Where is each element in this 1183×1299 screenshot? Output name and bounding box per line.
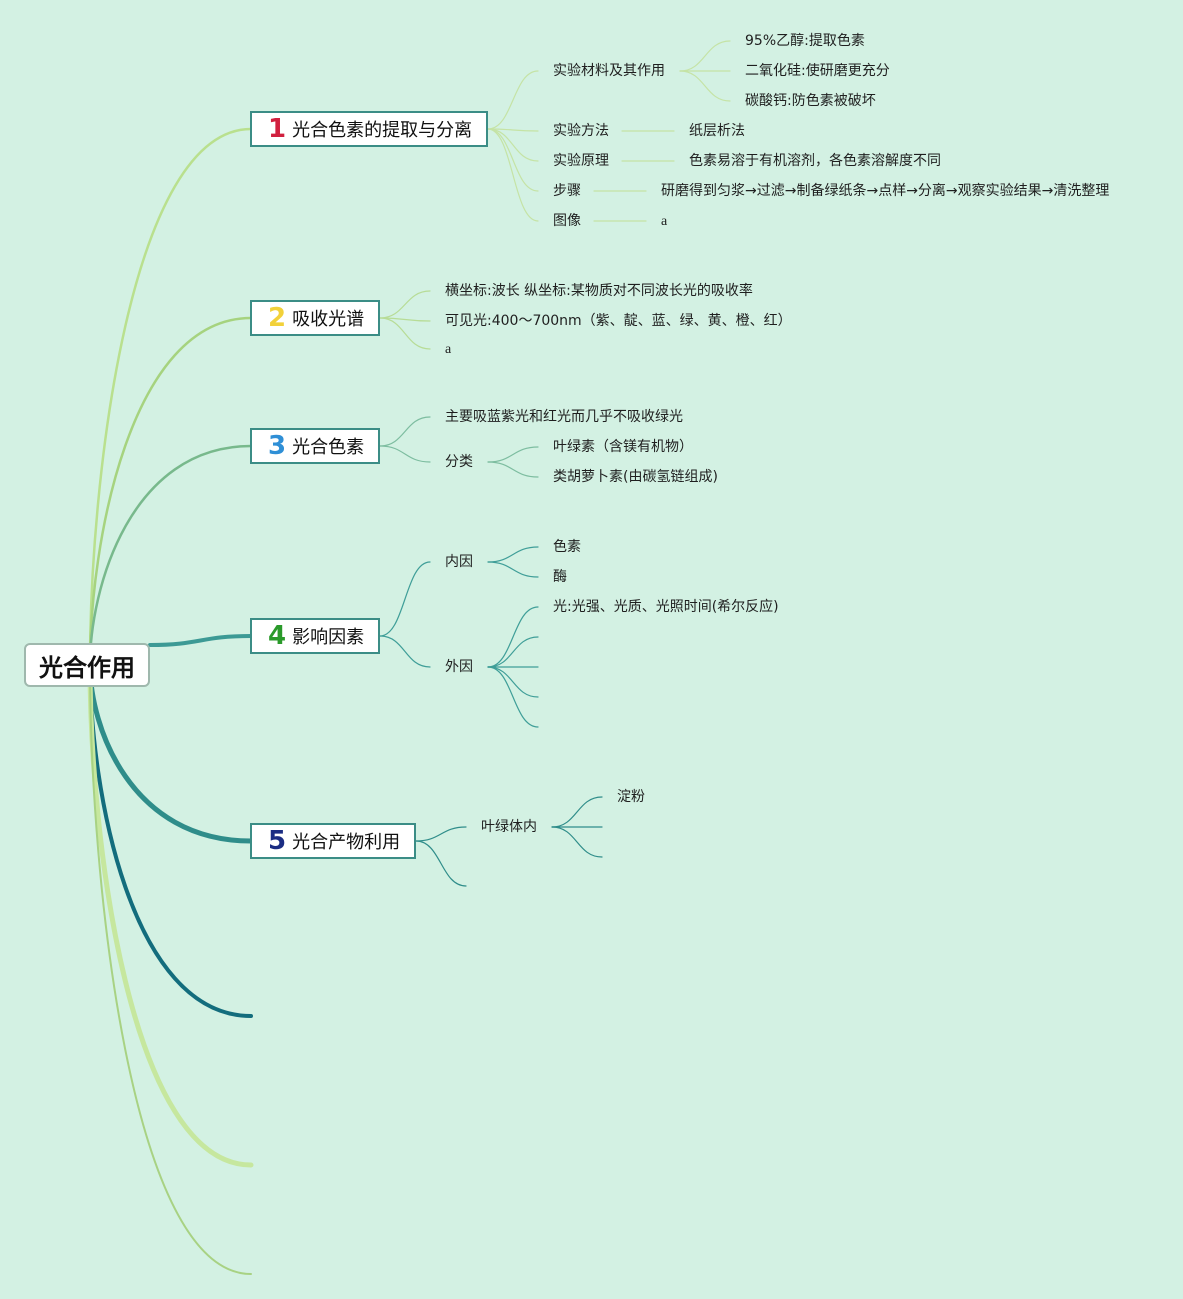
connector-7 <box>679 70 731 102</box>
connector-26 <box>487 666 539 698</box>
connector-20 <box>379 635 431 668</box>
connector-2 <box>487 128 539 162</box>
connector-32 <box>551 826 603 858</box>
branch-topic-1 <box>88 127 253 667</box>
subtopic-visible-light[interactable]: 可见光:400～700nm（紫、靛、蓝、绿、黄、橙、红） <box>445 313 792 329</box>
subtopic-in-chloroplast[interactable]: 叶绿体内 <box>481 819 537 835</box>
connector-17 <box>487 446 539 463</box>
topic-label-3: 光合色素 <box>292 437 365 458</box>
subtopic-image[interactable]: 图像 <box>553 213 581 229</box>
topic-node-4[interactable]: 4 影响因素 <box>250 618 381 654</box>
leaf-silica[interactable]: 二氧化硅:使研磨更充分 <box>745 63 890 79</box>
topic-label-4: 影响因素 <box>292 627 365 648</box>
leaf-enzyme[interactable]: 酶 <box>553 569 567 585</box>
leaf-light[interactable]: 光:光强、光质、光照时间(希尔反应) <box>553 599 779 615</box>
connector-15 <box>379 416 431 447</box>
connector-19 <box>379 561 431 637</box>
leaf-calcium-carbonate[interactable]: 碳酸钙:防色素被破坏 <box>745 93 876 109</box>
topic-number-2: 2 <box>268 303 287 333</box>
leaf-chromatography[interactable]: 纸层析法 <box>689 123 745 139</box>
connector-27 <box>487 666 539 728</box>
connector-21 <box>487 546 539 563</box>
connector-30 <box>551 796 603 828</box>
leaf-principle[interactable]: 色素易溶于有机溶剂，各色素溶解度不同 <box>689 153 941 169</box>
branch-topic-2 <box>88 316 253 667</box>
subtopic-external[interactable]: 外因 <box>445 659 473 675</box>
subtopic-spectrum-a[interactable]: a <box>445 342 452 357</box>
leaf-ethanol[interactable]: 95%乙醇:提取色素 <box>745 33 865 49</box>
topic-node-2[interactable]: 2 吸收光谱 <box>250 300 381 336</box>
branch-topic-4 <box>148 634 253 647</box>
connector-3 <box>487 128 539 192</box>
topic-number-5: 5 <box>268 826 287 856</box>
topic-label-2: 吸收光谱 <box>292 309 365 330</box>
leaf-image-a[interactable]: a <box>661 214 668 229</box>
connector-24 <box>487 636 539 668</box>
leaf-pigment[interactable]: 色素 <box>553 539 581 555</box>
connector-16 <box>379 445 431 463</box>
subtopic-principle[interactable]: 实验原理 <box>553 153 609 169</box>
connector-18 <box>487 461 539 478</box>
leaf-carotenoid[interactable]: 类胡萝卜素(由碳氢链组成) <box>553 469 718 485</box>
subtopic-axes[interactable]: 横坐标:波长 纵坐标:某物质对不同波长光的吸收率 <box>445 283 753 299</box>
topic-number-3: 3 <box>268 431 287 461</box>
branch-topic-5 <box>87 662 254 844</box>
subtopic-internal[interactable]: 内因 <box>445 554 473 570</box>
topic-node-5[interactable]: 5 光合产物利用 <box>250 823 417 859</box>
root-node[interactable]: 光合作用 <box>24 643 150 687</box>
branch-empty-8 <box>89 664 252 1275</box>
subtopic-absorption[interactable]: 主要吸蓝紫光和红光而几乎不吸收绿光 <box>445 409 683 425</box>
connector-4 <box>487 128 539 222</box>
topic-label-1: 光合色素的提取与分离 <box>292 120 473 141</box>
topic-label-5: 光合产物利用 <box>292 832 401 853</box>
connector-22 <box>487 561 539 578</box>
connector-14 <box>379 317 431 350</box>
branch-topic-3 <box>88 444 253 667</box>
topic-number-1: 1 <box>268 114 287 144</box>
topic-node-3[interactable]: 3 光合色素 <box>250 428 381 464</box>
topic-node-1[interactable]: 1 光合色素的提取与分离 <box>250 111 489 147</box>
leaf-steps[interactable]: 研磨得到匀浆→过滤→制备绿纸条→点样→分离→观察实验结果→清洗整理 <box>661 183 1110 199</box>
leaf-starch[interactable]: 淀粉 <box>617 789 645 805</box>
connector-0 <box>487 70 539 130</box>
subtopic-steps[interactable]: 步骤 <box>553 183 581 199</box>
subtopic-method[interactable]: 实验方法 <box>553 123 609 139</box>
topic-number-4: 4 <box>268 621 287 651</box>
connector-23 <box>487 606 539 668</box>
subtopic-classification[interactable]: 分类 <box>445 454 473 470</box>
connector-12 <box>379 290 431 319</box>
connector-29 <box>415 840 467 887</box>
branch-empty-7 <box>87 662 254 1168</box>
subtopic-materials[interactable]: 实验材料及其作用 <box>553 63 665 79</box>
leaf-chlorophyll[interactable]: 叶绿素（含镁有机物） <box>553 439 693 455</box>
connector-28 <box>415 826 467 842</box>
connector-5 <box>679 40 731 72</box>
